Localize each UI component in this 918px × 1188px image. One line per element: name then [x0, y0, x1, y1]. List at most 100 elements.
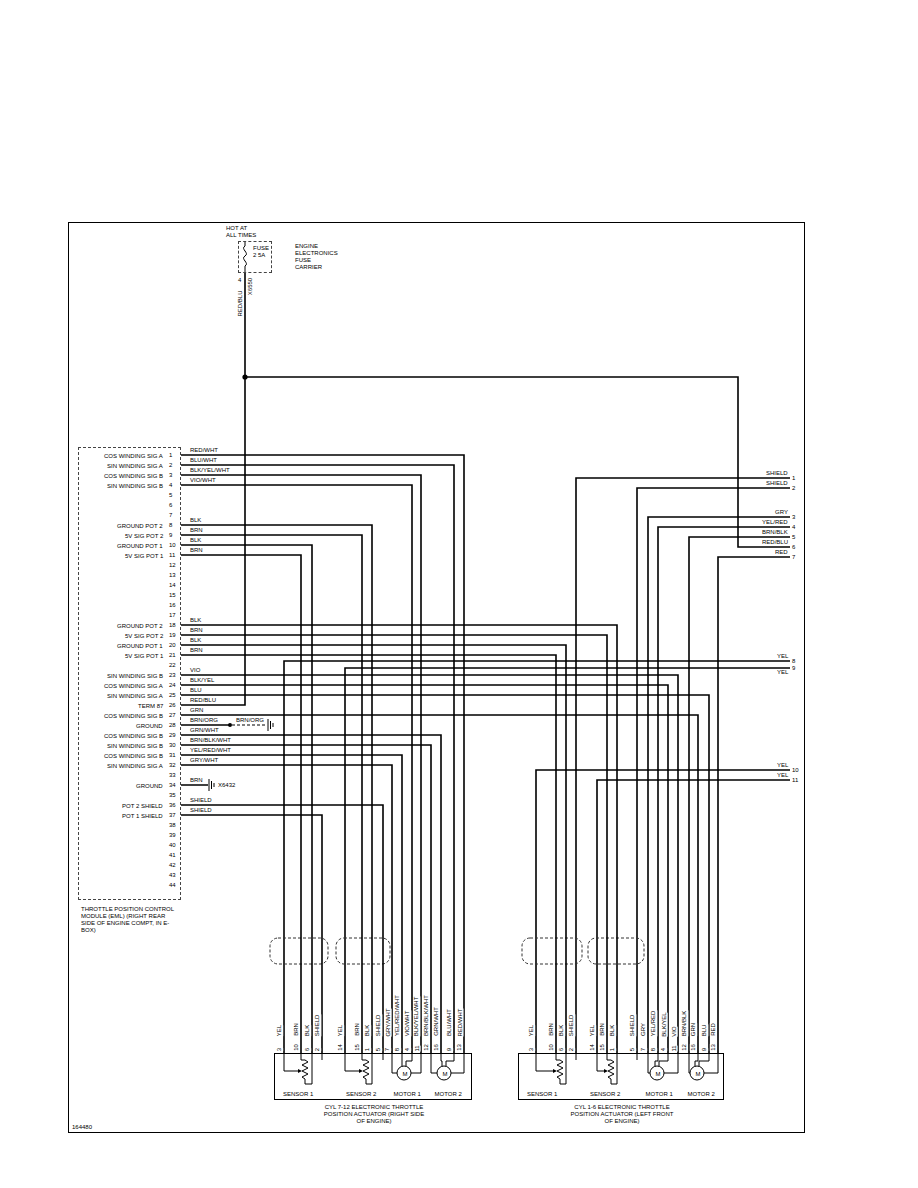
wire-color: RED/BLU [237, 290, 244, 316]
pin-number: 32 [169, 762, 176, 769]
motor-letter: M [696, 1071, 701, 1078]
pin-number: 4 [660, 1048, 667, 1051]
pin-name: 5V SIG POT 2 [125, 533, 163, 540]
wire [181, 525, 372, 1053]
pin-number: 16 [433, 1044, 440, 1051]
pin-name: COS WINDING SIG A [104, 453, 163, 460]
pin-number: 30 [169, 742, 176, 749]
callout-number: 7 [792, 554, 795, 561]
wire-color: GRN [190, 707, 203, 714]
pin-number: 29 [169, 732, 176, 739]
pin-number: 5 [375, 1048, 382, 1051]
wire-color: YEL [528, 1025, 535, 1036]
note-text: HOT AT ALL TIMES [226, 225, 258, 239]
component-label: SENSOR 1 [527, 1091, 557, 1098]
pin-number: 6 [169, 502, 172, 509]
wire-color: BRN [190, 777, 203, 784]
wire [181, 635, 607, 1053]
wire-color: SHIELD [190, 807, 212, 814]
fuse-symbol [244, 241, 247, 273]
wire-color: BLK/YEL/WHT [190, 467, 230, 474]
pin-number: 14 [337, 1044, 344, 1051]
fuse-carrier-name: ENGINE ELECTRONICS FUSE CARRIER [295, 243, 338, 271]
wire-color: YEL [589, 1025, 596, 1036]
wire [181, 715, 698, 1053]
pin-number: 10 [293, 1044, 300, 1051]
pin-number: 4 [404, 1048, 411, 1051]
pin-number: 18 [169, 622, 176, 629]
pin-number: 14 [169, 582, 176, 589]
wire-color: YEL [777, 762, 788, 769]
wire-color: BLK [364, 1025, 371, 1036]
callout-number: 6 [792, 544, 795, 551]
wire [181, 273, 245, 705]
figure-number: 164480 [72, 1124, 92, 1131]
component-name: CYL 1-6 ELECTRONIC THROTTLE POSITION ACT… [570, 1104, 674, 1125]
wire-color: BLU/WHT [190, 457, 217, 464]
wire-color: BRN [354, 1023, 361, 1036]
wire-color: RED [710, 1023, 717, 1036]
splice-dot [228, 723, 232, 727]
wire [181, 465, 454, 1053]
wire [181, 535, 362, 1053]
pin-number: 33 [169, 772, 176, 779]
callout-number: 2 [792, 485, 795, 492]
pin-number: 15 [169, 592, 176, 599]
wire [181, 455, 464, 1053]
wire-color: SHIELD [568, 1014, 575, 1036]
pin-number: 7 [384, 1048, 391, 1051]
cable-shield [588, 938, 644, 964]
wire-color: YEL [337, 1025, 344, 1036]
sensor-potentiometer [284, 1053, 637, 1084]
wire-color: BRN/BLK/WHT [423, 995, 430, 1036]
callout-number: 5 [792, 534, 795, 541]
wire-color: BLK [190, 517, 201, 524]
wire-color: BRN [548, 1023, 555, 1036]
pin-number: 35 [169, 792, 176, 799]
wire [181, 645, 566, 1053]
pin-name: POT 2 SHIELD [122, 803, 163, 810]
pin-number: 9 [701, 1048, 708, 1051]
pin-number: 1 [364, 1048, 371, 1051]
wire-color: GRY [640, 1023, 647, 1036]
pin-number: 24 [169, 682, 176, 689]
pin-name: 5V SIG POT 1 [125, 553, 163, 560]
motor-symbol [397, 1066, 411, 1080]
pin-name: GROUND [136, 723, 163, 730]
connector-id: X6432 [218, 782, 235, 789]
pin-name: 5V SIG POT 2 [125, 633, 163, 640]
pin-name: COS WINDING SIG A [104, 683, 163, 690]
pin-number: 36 [169, 802, 176, 809]
pin-number: 2 [568, 1048, 575, 1051]
wire-color: BRN [190, 627, 203, 634]
pin-number: 11 [413, 1045, 420, 1051]
cable-shield [270, 938, 328, 964]
wire-color: YEL [777, 653, 788, 660]
cable-shield [336, 938, 390, 964]
wire-color: YEL/RED [650, 1010, 657, 1036]
pin-name: COS WINDING SIG B [104, 753, 163, 760]
callout-number: 4 [792, 524, 795, 531]
pin-name: SIN WINDING SIG A [107, 693, 163, 700]
dashed-wire [232, 724, 267, 725]
motor-symbol [650, 1066, 664, 1080]
component-label: MOTOR 2 [435, 1091, 462, 1098]
pin-number: 3 [276, 1048, 283, 1051]
wire-color: YEL [777, 669, 788, 676]
pin-number: 10 [169, 542, 176, 549]
pin-number: 2 [314, 1048, 321, 1051]
wire [181, 475, 421, 1053]
potentiometer-symbol [597, 1053, 637, 1084]
component-label: MOTOR 1 [646, 1091, 673, 1098]
pin-name: SIN WINDING SIG B [107, 483, 163, 490]
pin-number: 21 [169, 652, 176, 659]
wire-color: BLU [190, 687, 202, 694]
wire-color: SHIELD [766, 480, 788, 487]
wire-color: YEL/RED/WHT [394, 995, 401, 1036]
pin-number: 13 [710, 1044, 717, 1051]
wire [181, 685, 668, 1053]
wire-color: SHIELD [766, 470, 788, 477]
module-name: THROTTLE POSITION CONTROL MODULE (EML) (… [81, 906, 176, 934]
wire [181, 815, 322, 1053]
